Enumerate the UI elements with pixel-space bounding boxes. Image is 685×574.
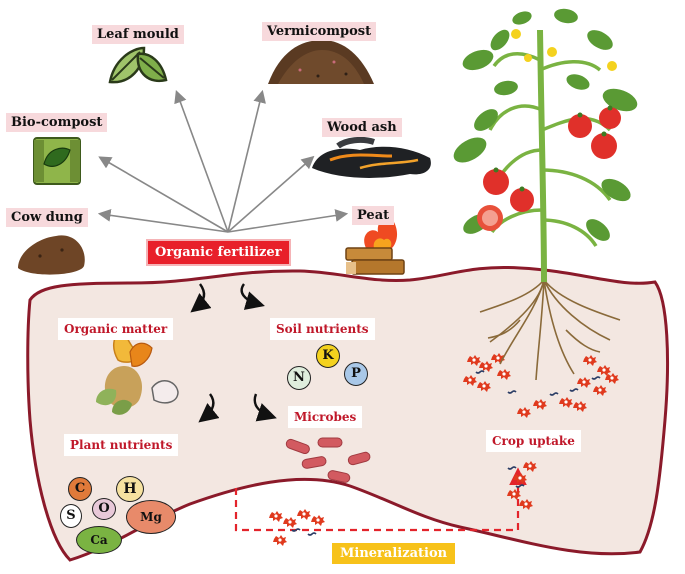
cow-dung-icon [18,235,85,275]
mineralization-loop [234,467,527,532]
organic-matter-icon [96,329,179,415]
label-wood-ash: Wood ash [322,118,402,137]
label-cow-dung: Cow dung [6,208,88,227]
microbe-group [285,437,371,483]
label-mineralization: Mineralization [332,543,456,564]
curved-arrow-microbes [253,393,277,422]
curved-arrow-plant-nutrients [198,393,220,423]
nutrient-orb-p: P [344,362,368,386]
nutrient-orb-ca: Ca [76,526,122,554]
source-arrows [97,89,349,233]
nutrient-orb-k: K [316,344,340,368]
nutrient-orb-c: C [68,477,92,501]
label-organic-fertilizer: Organic fertilizer [146,239,291,266]
nutrient-orb-n: N [287,366,311,390]
nutrient-orb-h: H [116,476,144,502]
label-microbes: Microbes [288,406,363,428]
curved-arrow-soil-nutrients [240,283,265,310]
bio-compost-icon [33,137,81,185]
label-vermicompost: Vermicompost [262,22,377,41]
label-organic-matter: Organic matter [58,318,174,340]
label-crop-uptake: Crop uptake [486,430,581,452]
label-peat: Peat [352,206,395,225]
curved-arrow-organic-matter [190,283,212,313]
label-leaf-mould: Leaf mould [92,25,184,44]
wood-ash-icon [312,136,431,178]
tomato-plant-icon [453,8,638,381]
nutrient-orb-s: S [60,504,82,528]
bacteria-near-mineralization [269,509,325,546]
peat-icon [345,218,405,275]
vermicompost-icon [268,40,374,84]
label-bio-compost: Bio-compost [6,113,108,132]
label-plant-nutrients: Plant nutrients [64,434,179,456]
nutrient-orb-o: O [92,498,116,520]
nutrient-orb-mg: Mg [126,500,176,534]
label-soil-nutrients: Soil nutrients [270,318,375,340]
leaf-mould-icon [108,46,168,84]
